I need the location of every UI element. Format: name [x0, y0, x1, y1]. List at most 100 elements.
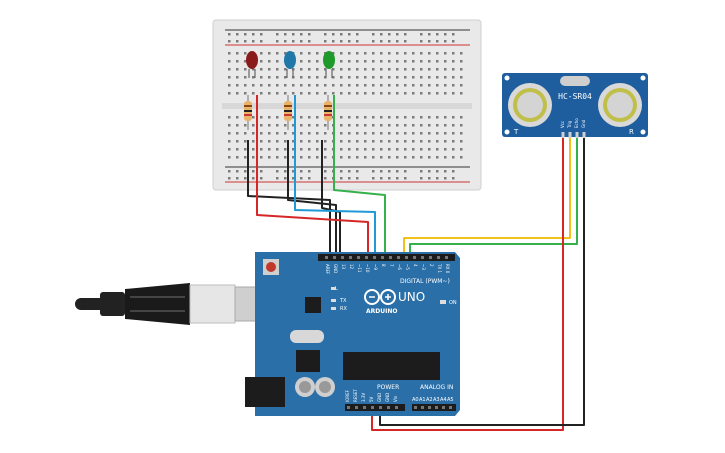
hole [284, 132, 287, 135]
hole [340, 33, 343, 36]
hole [452, 148, 455, 151]
hole [388, 52, 391, 55]
hole [308, 60, 311, 63]
sensor-model: HC-SR04 [558, 92, 592, 101]
hole [276, 84, 279, 87]
hole [252, 76, 255, 79]
hole [452, 140, 455, 143]
analog-pin[interactable] [414, 406, 417, 409]
hole [332, 92, 335, 95]
hole [396, 177, 399, 180]
hole [364, 140, 367, 143]
digital-pin-label: GND [333, 264, 338, 273]
hole [460, 84, 463, 87]
hole [412, 84, 415, 87]
hole [356, 40, 359, 43]
hole [348, 33, 351, 36]
hole [308, 140, 311, 143]
hole [308, 170, 311, 173]
led-blue[interactable] [284, 51, 296, 78]
wire-sensor-vcc [371, 138, 564, 431]
breadboard [212, 19, 482, 191]
hole [444, 148, 447, 151]
hole [404, 40, 407, 43]
analog-pin[interactable] [442, 406, 445, 409]
hole [404, 60, 407, 63]
hole [276, 156, 279, 159]
digital-pin[interactable] [413, 256, 416, 259]
hole [236, 177, 239, 180]
hole [356, 170, 359, 173]
power-pin[interactable] [355, 406, 358, 409]
power-pin[interactable] [363, 406, 366, 409]
digital-pin[interactable] [429, 256, 432, 259]
hole [292, 33, 295, 36]
hole [316, 60, 319, 63]
resistor-1[interactable] [244, 95, 252, 130]
arduino-uno-board[interactable]: UNO ARDUINO DIGITAL (PWM~) POWER ANALOG … [245, 252, 460, 416]
power-pin[interactable] [347, 406, 350, 409]
hole [404, 148, 407, 151]
hole [420, 148, 423, 151]
hole [228, 76, 231, 79]
hole [380, 170, 383, 173]
hole [460, 60, 463, 63]
hole [244, 33, 247, 36]
digital-pin[interactable] [349, 256, 352, 259]
hole [388, 76, 391, 79]
analog-pin[interactable] [428, 406, 431, 409]
digital-pin[interactable] [445, 256, 448, 259]
power-pin[interactable] [395, 406, 398, 409]
hole [348, 140, 351, 143]
hole [428, 170, 431, 173]
digital-pin[interactable] [437, 256, 440, 259]
hole [268, 76, 271, 79]
power-pin[interactable] [387, 406, 390, 409]
analog-pin-label: A5 [447, 397, 454, 403]
resistor-3[interactable] [324, 95, 332, 130]
wire-sensor-gnd [379, 138, 585, 426]
hole [268, 124, 271, 127]
sensor-pin [561, 132, 565, 138]
analog-pin[interactable] [449, 406, 452, 409]
hole [260, 52, 263, 55]
led-green[interactable] [323, 51, 335, 78]
digital-pin[interactable] [389, 256, 392, 259]
hole [444, 124, 447, 127]
hole [276, 177, 279, 180]
hole [364, 52, 367, 55]
hole [436, 170, 439, 173]
hole [268, 84, 271, 87]
power-pin[interactable] [371, 406, 374, 409]
digital-pin[interactable] [381, 256, 384, 259]
hole [244, 92, 247, 95]
led-red[interactable] [246, 51, 258, 78]
hole [308, 132, 311, 135]
digital-pin[interactable] [405, 256, 408, 259]
analog-pin[interactable] [435, 406, 438, 409]
hole [388, 84, 391, 87]
hole [268, 92, 271, 95]
power-pin[interactable] [379, 406, 382, 409]
digital-pin[interactable] [365, 256, 368, 259]
analog-pin[interactable] [421, 406, 424, 409]
digital-pin[interactable] [357, 256, 360, 259]
digital-pin[interactable] [333, 256, 336, 259]
digital-pin[interactable] [325, 256, 328, 259]
digital-pin[interactable] [341, 256, 344, 259]
hole [244, 170, 247, 173]
hole [412, 148, 415, 151]
digital-pin[interactable] [397, 256, 400, 259]
hole [228, 84, 231, 87]
wire-red-led [256, 95, 369, 252]
hole [372, 33, 375, 36]
digital-pin[interactable] [373, 256, 376, 259]
hole [284, 177, 287, 180]
transducer-right [598, 83, 642, 127]
digital-pin[interactable] [421, 256, 424, 259]
hole [356, 68, 359, 71]
resistor-2[interactable] [284, 95, 292, 130]
hole [316, 92, 319, 95]
